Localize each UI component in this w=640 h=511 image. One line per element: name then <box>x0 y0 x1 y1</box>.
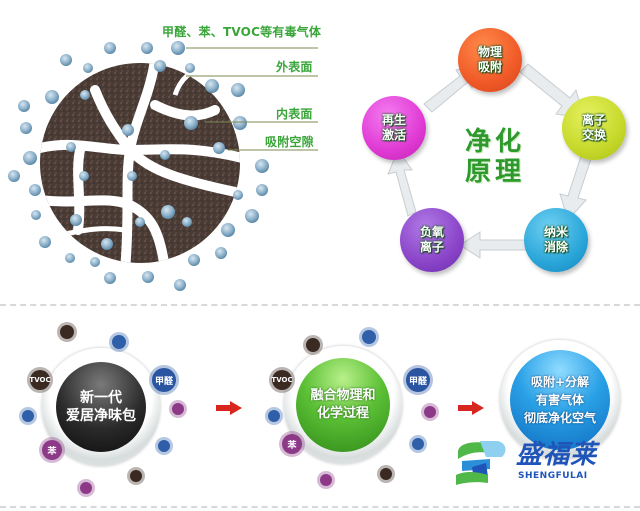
germ-icon <box>60 325 74 339</box>
step-1-new-generation-bag: 新一代爱居净味包 TVOC 甲醛 苯 <box>0 310 210 500</box>
germ-icon <box>362 330 376 344</box>
label-inner-surface: 内表面 <box>276 107 313 121</box>
germ-benzene-icon: 苯 <box>282 434 302 454</box>
germ-icon <box>320 474 332 486</box>
carbon-particle-diagram: 甲醛、苯、TVOC等有毒气体 外表面 内表面 吸附空隙 <box>0 0 330 300</box>
germ-icon <box>306 338 320 352</box>
step-2-physical-chemical-process: 融合物理和化学过程 TVOC 甲醛 苯 <box>262 310 442 500</box>
step-3-ball: 吸附+分解 有害气体 彻底净化空气 <box>510 350 610 450</box>
logo-name: 盛福莱 <box>516 440 598 470</box>
node-regeneration: 再生激活 <box>362 96 426 160</box>
node-physical-adsorption: 物理吸附 <box>458 28 522 92</box>
brand-logo: 盛福莱 SHENGFULAI <box>450 437 620 497</box>
label-adsorption-pores: 吸附空隙 <box>265 135 314 149</box>
germ-icon <box>80 482 92 494</box>
flow-arrow-icon <box>458 401 484 415</box>
flow-arrow-icon <box>216 401 242 415</box>
step-1-ball: 新一代爱居净味包 <box>56 362 146 452</box>
germ-tvoc-icon: TVOC <box>29 370 51 390</box>
germ-benzene-icon: 苯 <box>42 440 62 460</box>
germ-icon <box>112 335 126 349</box>
germ-icon <box>22 410 34 422</box>
germ-icon <box>424 406 436 418</box>
node-nano-elimination: 纳米消除 <box>524 208 588 272</box>
node-ion-exchange: 离子交换 <box>562 96 626 160</box>
center-title: 净化 原理 <box>464 127 525 187</box>
germ-formaldehyde-icon: 甲醛 <box>406 368 430 392</box>
divider-bottom <box>0 506 640 508</box>
carbon-particle-illustration <box>8 41 318 291</box>
divider-top <box>0 304 640 306</box>
germ-icon <box>130 470 142 482</box>
germ-icon <box>412 438 424 450</box>
step-2-ball: 融合物理和化学过程 <box>296 358 390 452</box>
step-3-adsorb-decompose: 吸附+分解 有害气体 彻底净化空气 <box>500 340 620 460</box>
germ-tvoc-icon: TVOC <box>271 370 293 390</box>
logo-mark-icon <box>456 441 506 485</box>
logo-pinyin: SHENGFULAI <box>518 471 588 481</box>
germ-icon <box>158 440 170 452</box>
germ-formaldehyde-icon: 甲醛 <box>152 368 176 392</box>
label-toxic-gases: 甲醛、苯、TVOC等有毒气体 <box>162 25 322 39</box>
germ-icon <box>268 410 280 422</box>
node-negative-ions: 负氧离子 <box>400 208 464 272</box>
germ-icon <box>172 403 184 415</box>
purification-cycle-diagram: 物理吸附 离子交换 纳米消除 负氧离子 再生激活 净化 原理 <box>340 0 640 300</box>
label-outer-surface: 外表面 <box>276 60 313 74</box>
germ-icon <box>380 468 392 480</box>
